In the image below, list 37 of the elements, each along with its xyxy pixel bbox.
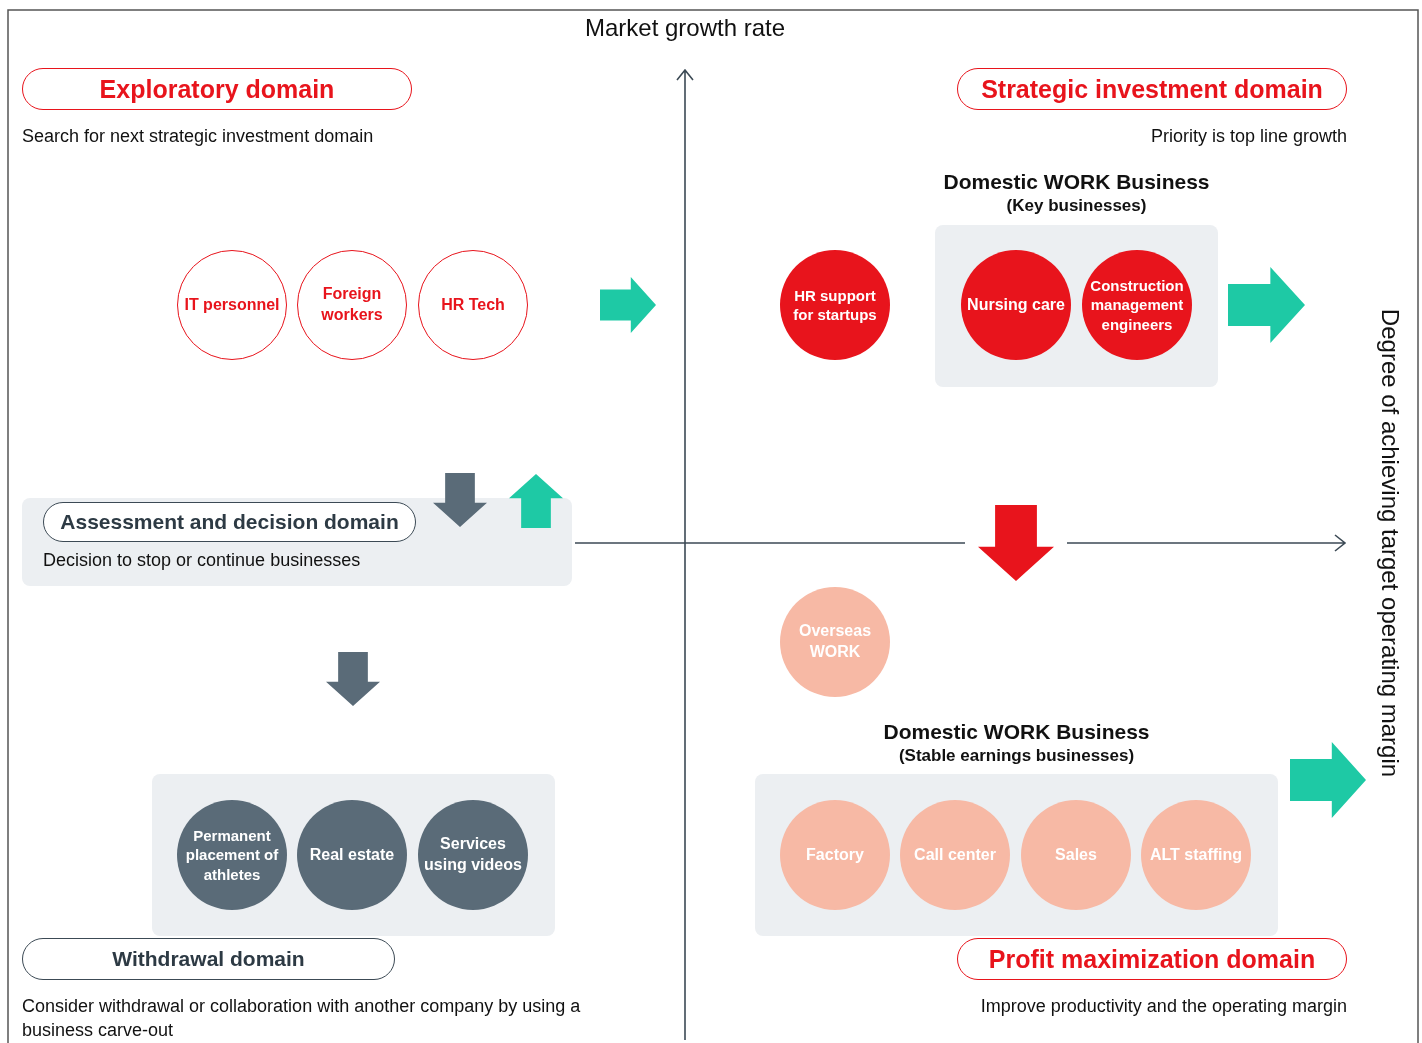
domain-title: Profit maximization domain xyxy=(988,944,1316,974)
domain-pill xyxy=(22,938,395,980)
circle-label: Services using videos xyxy=(423,834,523,875)
circle-label: Foreign workers xyxy=(320,284,384,325)
circle-label: Construction management engineers xyxy=(1089,275,1185,335)
description-text: Improve productivity and the operating margin xyxy=(979,995,1347,1018)
domain-title: Withdrawal domain xyxy=(112,947,305,971)
circle-label: Overseas WORK xyxy=(797,621,873,662)
circle-label: HR Tech xyxy=(440,294,506,315)
panel-text: Decision to stop or continue businesses xyxy=(43,550,361,571)
panel-subheading: (Stable earnings businesses) xyxy=(897,746,1136,766)
axis-label: Market growth rate xyxy=(583,14,787,42)
circle-label: HR support for startups xyxy=(792,285,878,325)
description-text: Search for next strategic investment domain xyxy=(22,125,375,148)
domain-pill xyxy=(957,68,1347,110)
panel-subheading: (Key businesses) xyxy=(1005,196,1148,216)
circle-label: Real estate xyxy=(308,844,396,865)
domain-title: Assessment and decision domain xyxy=(60,510,399,534)
domain-pill xyxy=(43,502,416,542)
panel xyxy=(22,498,572,586)
panel-heading: Domestic WORK Business xyxy=(882,720,1151,744)
domain-pill xyxy=(957,938,1347,980)
panel xyxy=(152,774,555,936)
domain-title: Strategic investment domain xyxy=(981,74,1323,104)
circle-label: ALT staffing xyxy=(1148,844,1244,865)
domain-title: Exploratory domain xyxy=(99,74,335,104)
circle-label: Sales xyxy=(1054,844,1098,865)
circle-label: IT personnel xyxy=(183,294,281,315)
axis-label: Degree of achieving target operating margin xyxy=(1376,307,1404,780)
description-text: Consider withdrawal or collaboration with another company by using a business carve-out xyxy=(22,995,582,1043)
circle-label: Call center xyxy=(913,844,997,865)
panel-heading: Domestic WORK Business xyxy=(942,170,1211,194)
circle-label: Factory xyxy=(805,844,865,865)
circle-label: Permanent placement of athletes xyxy=(184,825,280,885)
circle-label: Nursing care xyxy=(966,294,1066,315)
description-text: Priority is top line growth xyxy=(1149,125,1347,148)
domain-pill xyxy=(22,68,412,110)
